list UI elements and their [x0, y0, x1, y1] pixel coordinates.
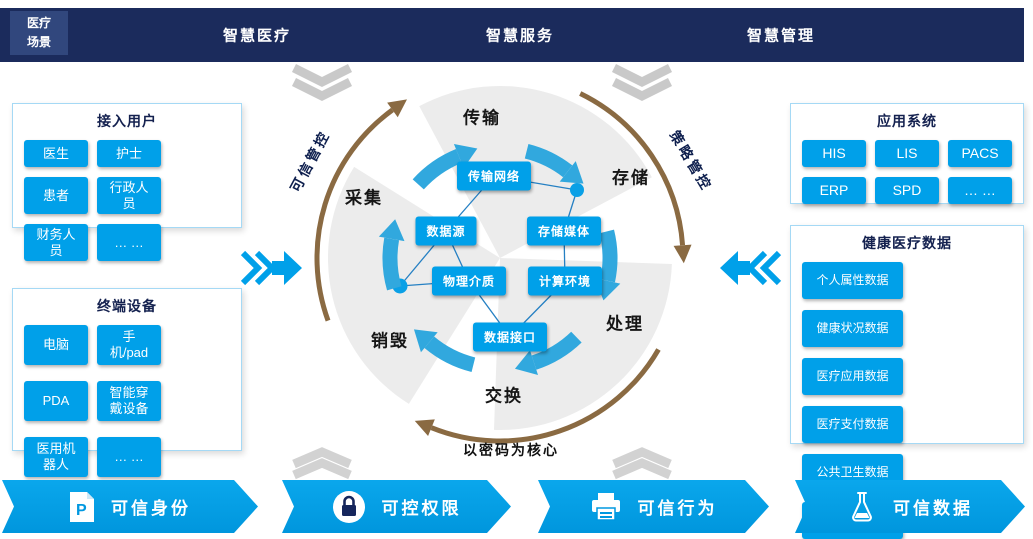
chip-wearable-device: 智能穿戴设备: [97, 381, 161, 421]
chip-more-systems: … …: [948, 177, 1012, 204]
chip-medical-robot: 医用机器人: [24, 437, 88, 477]
chip-admin-staff: 行政人员: [97, 177, 161, 215]
flow-arrow-right-icon: [240, 250, 302, 286]
printer-icon: [590, 492, 622, 522]
banner-trusted-identity: P 可信身份: [2, 480, 258, 533]
chip-computer: 电脑: [24, 325, 88, 365]
topbar-item-smart-management: 智慧管理: [746, 27, 816, 45]
chip-erp: ERP: [802, 177, 866, 204]
node-physical-media: 物理介质: [431, 266, 507, 296]
node-transmission-network: 传输网络: [456, 161, 532, 191]
panel-terminal-devices: 终端设备 电脑 手机/pad PDA 智能穿戴设备 医用机器人 … …: [12, 288, 242, 477]
chip-his: HIS: [802, 140, 866, 167]
node-computing-environment: 计算环境: [527, 266, 603, 296]
crypto-core-label: 以密码为核心: [463, 442, 559, 458]
banner-controllable-permission: 可控权限: [282, 480, 511, 533]
banner-label: 可控权限: [381, 499, 462, 518]
svg-text:P: P: [76, 502, 87, 519]
panel-access-users: 接入用户 医生 护士 患者 行政人员 财务人员 … …: [12, 103, 242, 262]
panel-title: 接入用户: [97, 113, 157, 129]
node-storage-media: 存储媒体: [526, 216, 602, 246]
node-data-interface: 数据接口: [472, 322, 548, 352]
network-dot: [570, 183, 584, 197]
stage-label-exchange: 交换: [485, 386, 523, 406]
chip-medical-app-data: 医疗应用数据: [802, 358, 903, 395]
scene-chip: 医疗场景: [10, 11, 68, 55]
chip-pacs: PACS: [948, 140, 1012, 167]
banner-label: 可信行为: [637, 499, 718, 518]
stage-label-collection: 采集: [345, 188, 383, 208]
chip-grid: 电脑 手机/pad PDA 智能穿戴设备 医用机器人 … …: [13, 325, 241, 477]
panel-title: 终端设备: [97, 298, 157, 314]
stage-label-storage: 存储: [612, 168, 650, 188]
control-arcs: [314, 91, 692, 444]
chip-patient: 患者: [24, 177, 88, 215]
chip-more-users: … …: [97, 224, 161, 262]
flow-arrow-left-icon: [720, 250, 782, 286]
panel-health-data: 健康医疗数据 个人属性数据 健康状况数据 医疗应用数据 医疗支付数据 公共卫生数…: [790, 225, 1024, 539]
stage-label-transmission: 传输: [463, 108, 501, 128]
chip-phone-pad: 手机/pad: [97, 325, 161, 365]
pinwheel-petals: [328, 85, 672, 430]
lock-icon: [332, 490, 366, 524]
chip-personal-attribute-data: 个人属性数据: [802, 262, 903, 299]
panel-app-systems: 应用系统 HIS LIS PACS ERP SPD … …: [790, 103, 1024, 204]
node-data-source: 数据源: [415, 216, 477, 246]
up-chevrons-icon: [292, 447, 672, 480]
banner-trusted-data: 可信数据: [795, 480, 1025, 533]
panel-title: 应用系统: [877, 113, 937, 129]
chip-spd: SPD: [875, 177, 939, 204]
chip-finance-staff: 财务人员: [24, 224, 88, 262]
banner-trusted-behavior: 可信行为: [538, 480, 769, 533]
chip-lis: LIS: [875, 140, 939, 167]
banner-label: 可信数据: [893, 499, 973, 518]
top-bar: 医疗场景 智慧医疗 智慧服务 智慧管理: [0, 8, 1024, 62]
banner-label: 可信身份: [111, 499, 191, 518]
stage-label-destruction: 销毁: [371, 331, 409, 351]
stage-label-processing: 处理: [606, 314, 644, 334]
chip-medical-payment-data: 医疗支付数据: [802, 406, 903, 443]
flask-icon: [847, 491, 877, 523]
chip-grid: HIS LIS PACS ERP SPD … …: [791, 140, 1023, 204]
down-chevrons-icon: [291, 63, 673, 102]
chip-health-status-data: 健康状况数据: [802, 310, 903, 347]
panel-title: 健康医疗数据: [862, 235, 952, 251]
document-p-icon: P: [69, 491, 95, 523]
topbar-item-smart-service: 智慧服务: [485, 27, 555, 45]
chip-doctor: 医生: [24, 140, 88, 167]
chip-nurse: 护士: [97, 140, 161, 167]
chip-pda: PDA: [24, 381, 88, 421]
lifecycle-cycle-arrows: [378, 143, 621, 375]
topbar-item-smart-medical: 智慧医疗: [222, 27, 292, 45]
chip-more-devices: … …: [97, 437, 161, 477]
chip-grid: 医生 护士 患者 行政人员 财务人员 … …: [13, 140, 241, 262]
